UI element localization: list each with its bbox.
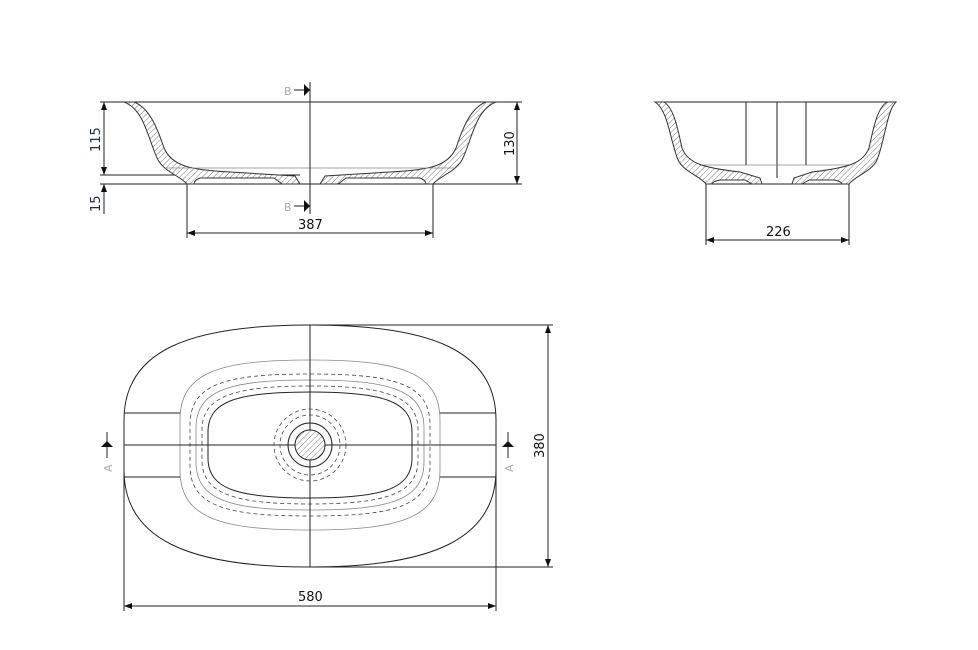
section-label: A <box>102 464 115 472</box>
dim-580-label: 580 <box>298 590 323 605</box>
section-marker-left: A <box>101 432 115 472</box>
left-wall-section <box>123 101 301 185</box>
side-left-wall-section <box>653 101 763 185</box>
section-label: B <box>284 201 292 214</box>
dim-380-label: 380 <box>533 433 548 458</box>
section-marker-bottom: B <box>284 200 310 214</box>
dim-15-label: 15 <box>89 195 104 212</box>
front-section-view: B B 115 15 130 387 <box>89 82 522 238</box>
drain-dashed-outer <box>273 408 347 482</box>
drain-icon <box>294 429 326 461</box>
section-marker-right: A <box>502 432 516 472</box>
section-label: B <box>284 85 292 98</box>
side-right-wall-section <box>791 101 898 185</box>
dim-130-label: 130 <box>503 131 518 156</box>
right-wall-section <box>319 101 497 185</box>
plan-view: A A 380 580 <box>101 324 553 611</box>
dim-226-label: 226 <box>766 225 791 240</box>
dim-115-label: 115 <box>89 127 104 152</box>
dim-387-label: 387 <box>298 218 323 233</box>
side-section-view: 226 <box>653 101 898 245</box>
section-label: A <box>503 464 516 472</box>
drain-outer <box>287 422 333 468</box>
section-marker-top: B <box>284 84 310 98</box>
